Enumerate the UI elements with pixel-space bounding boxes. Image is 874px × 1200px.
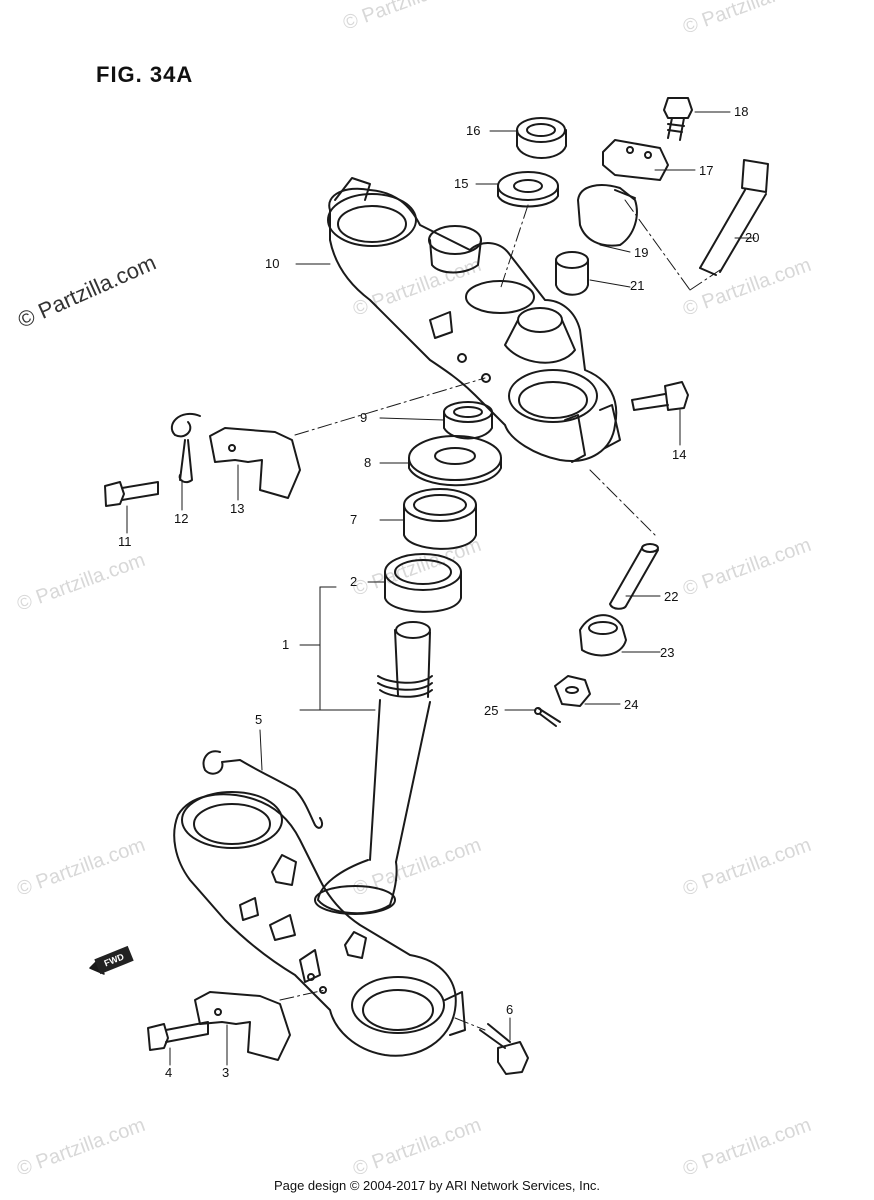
- part-number-20[interactable]: 20: [745, 230, 760, 245]
- part-number-22[interactable]: 22: [664, 589, 679, 604]
- lower-bearing: [384, 553, 462, 613]
- part-number-21[interactable]: 21: [630, 278, 645, 293]
- wire-clip-5: [202, 750, 324, 829]
- damper-23: [579, 614, 627, 657]
- upper-bearing: [403, 488, 477, 550]
- bolt-20: [699, 159, 769, 276]
- part-number-4[interactable]: 4: [165, 1065, 173, 1080]
- part-number-6[interactable]: 6: [506, 1002, 514, 1017]
- part-number-15[interactable]: 15: [454, 176, 469, 191]
- part-number-23[interactable]: 23: [660, 645, 675, 660]
- part-number-5[interactable]: 5: [255, 712, 263, 727]
- handlebar-holder-upper: [602, 139, 669, 181]
- part-number-9[interactable]: 9: [360, 410, 368, 425]
- bolt-11: [104, 481, 159, 507]
- stem-nut: [443, 401, 493, 440]
- part-number-16[interactable]: 16: [466, 123, 481, 138]
- bolt-14: [631, 381, 689, 411]
- part-number-2[interactable]: 2: [350, 574, 358, 589]
- washer-8: [408, 435, 502, 487]
- page-footer: Page design © 2004-2017 by ARI Network S…: [273, 1178, 601, 1193]
- part-number-18[interactable]: 18: [734, 104, 749, 119]
- part-number-19[interactable]: 19: [634, 245, 649, 260]
- bolt-6: [479, 1023, 529, 1075]
- part-number-24[interactable]: 24: [624, 697, 639, 712]
- part-number-10[interactable]: 10: [265, 256, 280, 271]
- bolt-18: [663, 97, 693, 141]
- part-number-3[interactable]: 3: [222, 1065, 230, 1080]
- washer-15: [497, 171, 559, 208]
- figure-title: FIG. 34A: [96, 62, 194, 87]
- lower-bracket: [173, 791, 466, 1057]
- leader-lines: [126, 111, 756, 1066]
- part-number-1[interactable]: 1: [282, 637, 290, 652]
- assembly-lines: [279, 199, 721, 1031]
- nut-16: [516, 117, 567, 159]
- pin-22: [609, 543, 659, 610]
- part-number-11[interactable]: 11: [118, 534, 132, 549]
- cable-guide-13: [209, 427, 301, 499]
- part-number-14[interactable]: 14: [672, 447, 687, 462]
- clip-12: [170, 413, 201, 484]
- cotter-pin-25: [534, 707, 561, 727]
- steering-stem: [314, 621, 433, 915]
- nut-24: [554, 675, 591, 707]
- handlebar-holder-lower: [577, 184, 638, 247]
- cushion: [555, 251, 589, 296]
- part-number-25[interactable]: 25: [484, 703, 499, 718]
- bolt-4: [147, 1021, 209, 1051]
- part-number-12[interactable]: 12: [174, 511, 189, 526]
- part-number-13[interactable]: 13: [230, 501, 245, 516]
- cable-guide-3: [194, 991, 291, 1061]
- part-number-7[interactable]: 7: [350, 512, 358, 527]
- upper-bracket: [327, 177, 621, 463]
- part-number-8[interactable]: 8: [364, 455, 372, 470]
- part-number-17[interactable]: 17: [699, 163, 714, 178]
